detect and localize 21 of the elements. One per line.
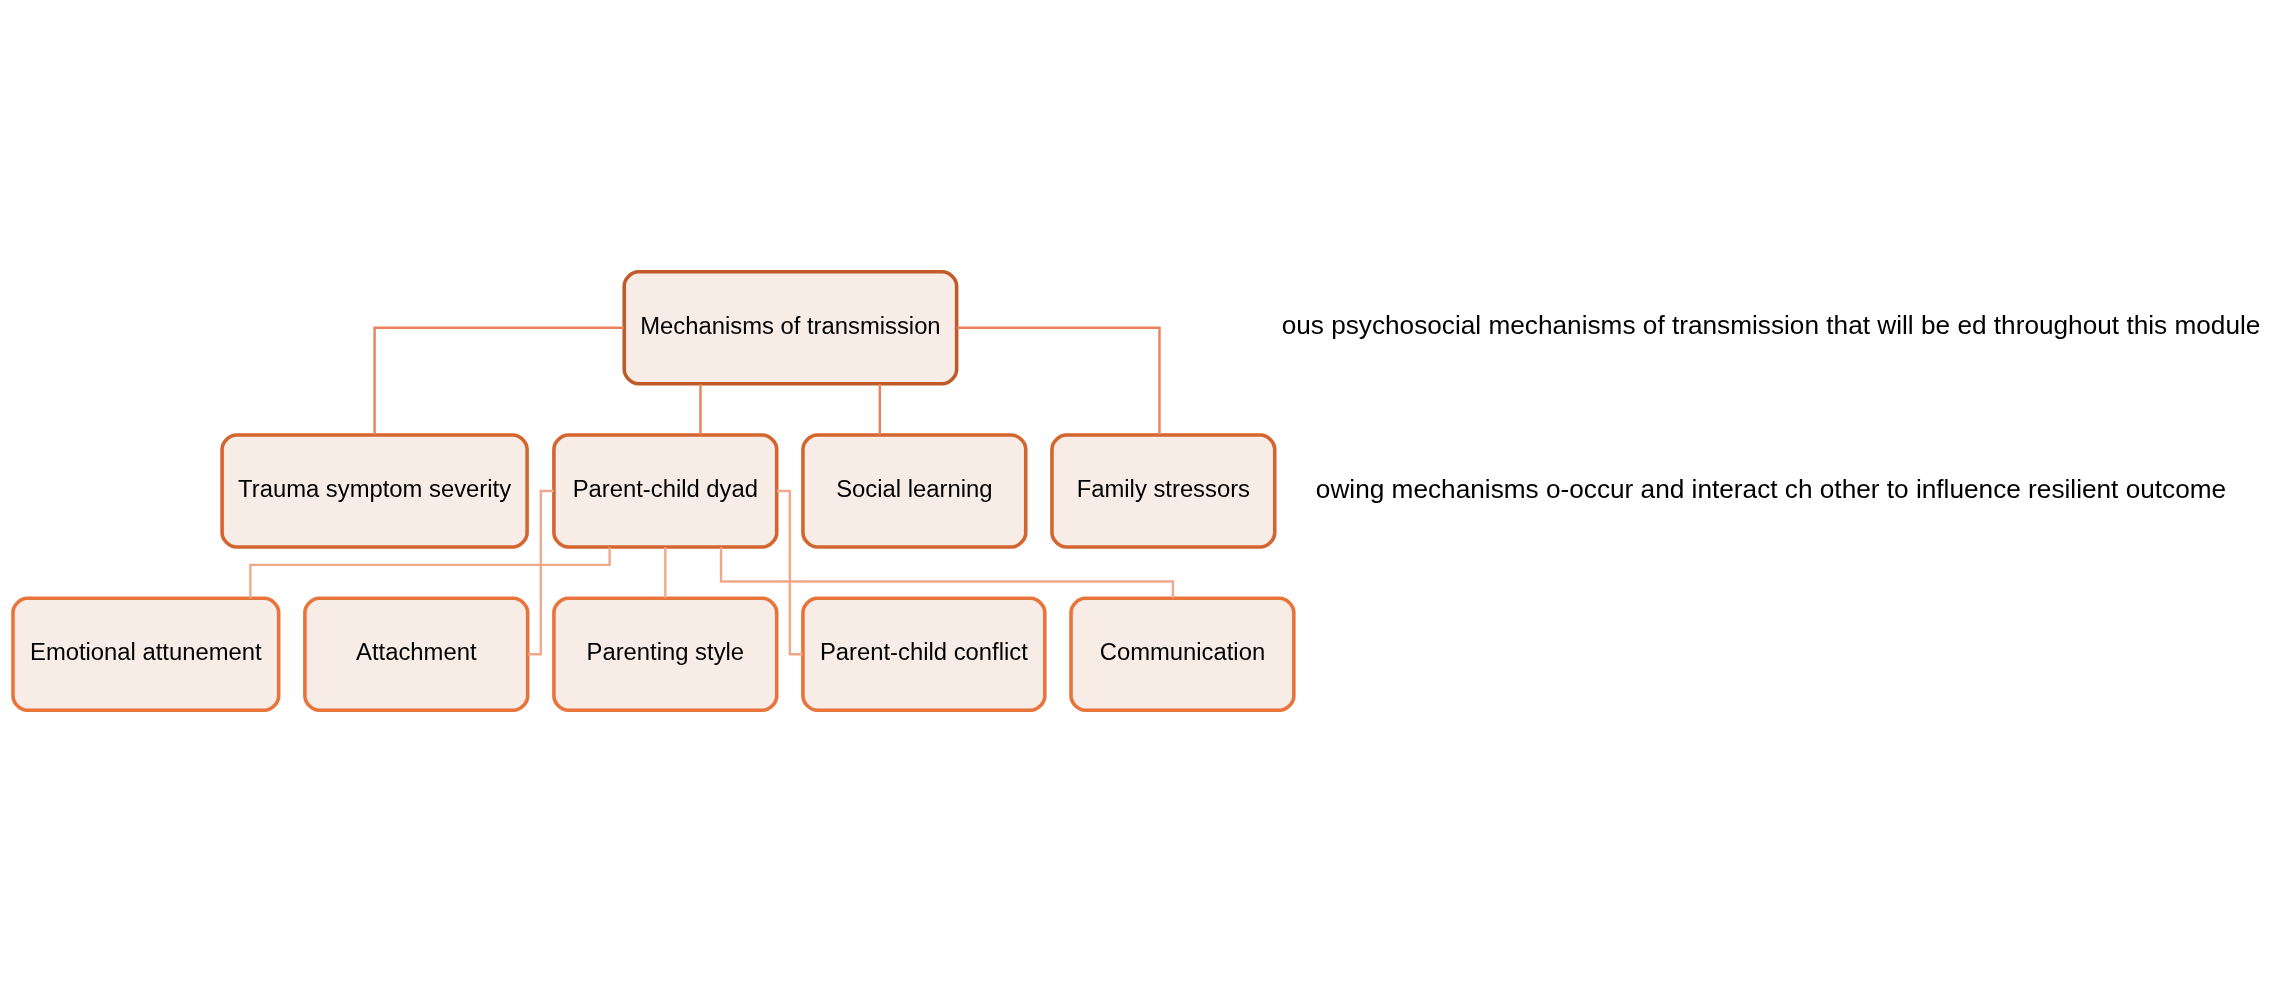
node-box: Communication	[1069, 596, 1296, 712]
node-box: Emotional attunement	[11, 596, 281, 712]
node-box: Social learning	[801, 433, 1028, 549]
connector	[878, 383, 881, 435]
node-box: Attachment	[303, 596, 530, 712]
connector	[957, 326, 1161, 435]
connector	[719, 547, 1175, 599]
connector	[664, 547, 667, 598]
label: owing mechanisms o-occur and interact ch other to influence resilient outcome	[1315, 473, 2227, 504]
node-box: Trauma symptom severity	[220, 433, 529, 549]
node-box: Parent-child dyad	[552, 433, 779, 549]
connector	[776, 489, 803, 656]
label: ous psychosocial mechanisms of transmission that will be ed throughout this module	[1281, 310, 2261, 341]
node-box: Mechanisms of transmission	[622, 270, 959, 386]
node-box: Parenting style	[552, 596, 779, 712]
node-box: Family stressors	[1050, 433, 1277, 549]
connector	[699, 383, 702, 435]
node-box: Parent-child conflict	[801, 596, 1047, 712]
connector	[373, 326, 624, 435]
connector	[527, 489, 554, 656]
connector	[249, 547, 611, 599]
